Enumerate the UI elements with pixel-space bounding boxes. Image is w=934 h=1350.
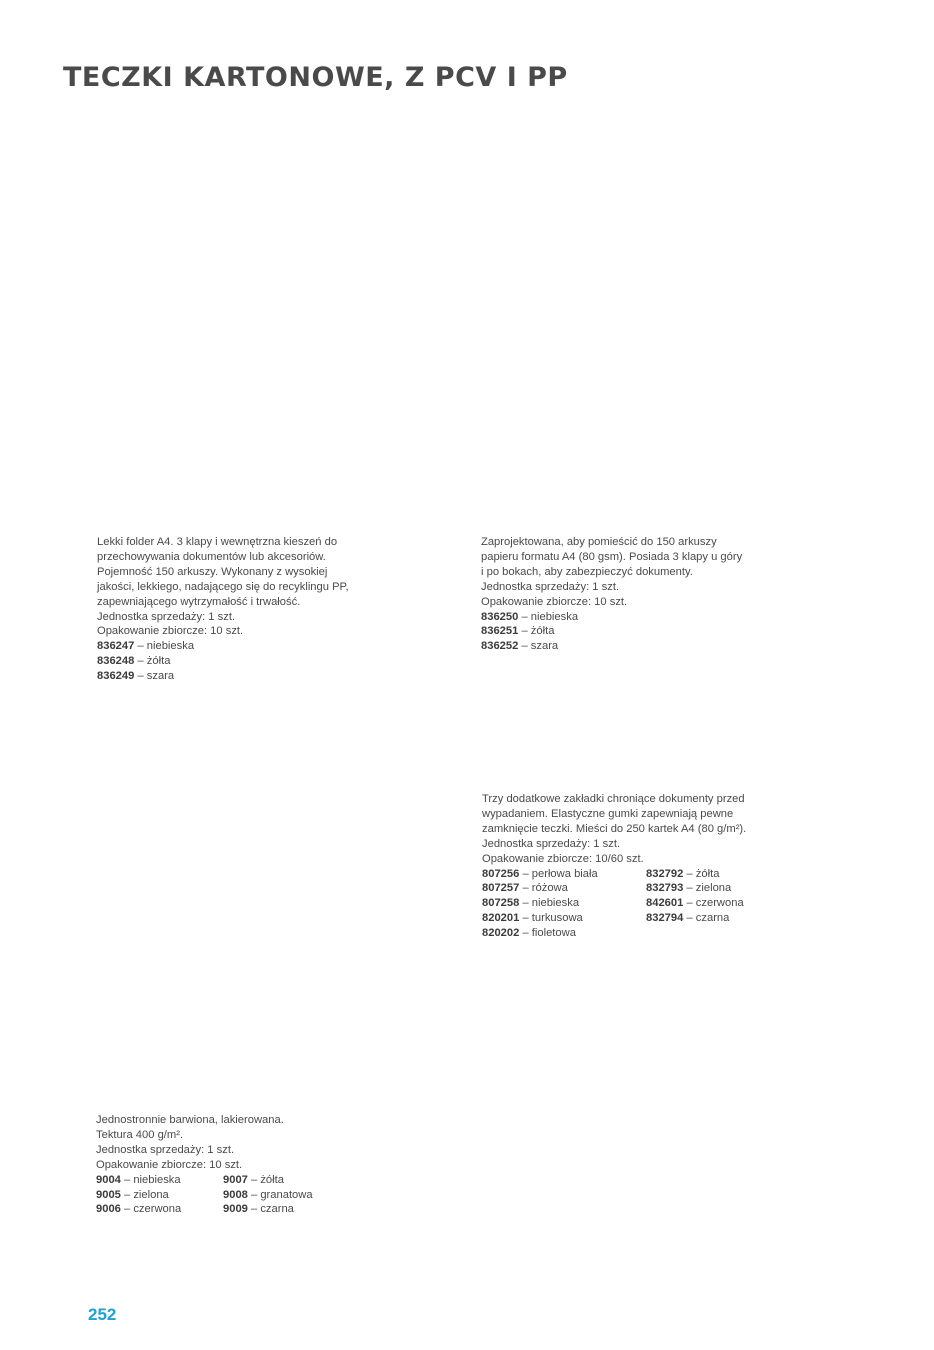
product-code: 832793 [646,882,684,895]
product-color: – czerwona [683,897,744,910]
product-block-2: Zaprojektowana, aby pomieścić do 150 ark… [481,535,742,654]
product-code-column: 832792 – żółta 832793 – zielona 842601 –… [646,867,744,942]
product-code: 9009 [223,1203,248,1216]
package-unit: Opakowanie zbiorcze: 10/60 szt. [482,852,644,865]
product-block-1: Lekki folder A4. 3 klapy i wewnętrzna ki… [97,535,349,684]
product-code-line: 9006 – czerwona [96,1202,223,1217]
product-color: – czarna [683,912,730,925]
package-unit: Opakowanie zbiorcze: 10 szt. [96,1158,243,1171]
product-code-line: 836249 – szara [97,669,349,684]
product-code: 836249 [97,670,135,683]
product-code: 9005 [96,1188,121,1201]
product-code: 820202 [482,927,520,940]
description-line: Jednostronnie barwiona, lakierowana. [96,1114,284,1126]
product-code-line: 836251 – żółta [481,624,742,639]
product-code: 820201 [482,912,520,925]
product-code-line: 820202 – fioletowa [482,926,646,941]
description-line: przechowywania dokumentów lub akcesoriów… [97,550,326,563]
product-code-column: 9007 – żółta 9008 – granatowa 9009 – cza… [223,1173,313,1218]
product-code: 836248 [97,655,135,668]
page-title: TECZKI KARTONOWE, Z PCV I PP [63,62,568,93]
product-color: – szara [134,670,175,683]
description-line: Trzy dodatkowe zakładki chroniące dokume… [482,793,745,805]
product-code: 832794 [646,912,684,925]
description-line: Zaprojektowana, aby pomieścić do 150 ark… [481,536,717,548]
product-code: 9008 [223,1188,248,1201]
product-color: – niebieska [518,610,579,623]
description-line: i po bokach, aby zabezpieczyć dokumenty. [481,565,693,578]
product-color: – żółta [134,655,171,668]
product-code: 836251 [481,625,519,638]
product-code-line: 807257 – różowa [482,881,646,896]
product-block-3: Trzy dodatkowe zakładki chroniące dokume… [482,792,746,941]
product-code-line: 836250 – niebieska [481,610,742,625]
product-color: – szara [518,640,559,653]
product-color: – niebieska [120,1173,181,1186]
product-code: 9006 [96,1203,121,1216]
sales-unit: Jednostka sprzedaży: 1 szt. [96,1143,235,1156]
product-color: – fioletowa [519,927,576,940]
product-code: 832792 [646,867,684,880]
product-color: – niebieska [134,640,195,653]
product-code-line: 9008 – granatowa [223,1188,313,1203]
product-code: 807257 [482,882,520,895]
product-code-line: 9007 – żółta [223,1173,313,1188]
product-code-column: 807256 – perłowa biała 807257 – różowa 8… [482,867,646,942]
product-code: 807256 [482,867,520,880]
product-code-line: 807256 – perłowa biała [482,867,646,882]
product-code-line: 9009 – czarna [223,1202,313,1217]
product-code: 9007 [223,1173,248,1186]
product-code: 807258 [482,897,520,910]
description-line: jakości, lekkiego, nadającego się do rec… [97,580,349,593]
product-color: – różowa [519,882,568,895]
product-code-line: 9005 – zielona [96,1188,223,1203]
product-color: – żółta [518,625,555,638]
product-code-columns: 807256 – perłowa biała 807257 – różowa 8… [482,867,746,942]
product-code-line: 832794 – czarna [646,911,744,926]
product-code-line: 820201 – turkusowa [482,911,646,926]
description-line: Pojemność 150 arkuszy. Wykonany z wysoki… [97,565,328,578]
package-unit: Opakowanie zbiorcze: 10 szt. [481,595,628,608]
description-line: Tektura 400 g/m². [96,1128,184,1141]
product-code-line: 836248 – żółta [97,654,349,669]
product-block-4: Jednostronnie barwiona, lakierowana. Tek… [96,1113,313,1217]
description-line: wypadaniem. Elastyczne gumki zapewniają … [482,807,734,820]
product-code: 842601 [646,897,684,910]
page-number: 252 [88,1305,117,1324]
package-unit: Opakowanie zbiorcze: 10 szt. [97,625,244,638]
description-line: zamknięcie teczki. Mieści do 250 kartek … [482,822,747,835]
sales-unit: Jednostka sprzedaży: 1 szt. [482,837,621,850]
product-color: – zielona [120,1188,169,1201]
product-code-column: 9004 – niebieska 9005 – zielona 9006 – c… [96,1173,223,1218]
product-color: – czerwona [120,1203,182,1216]
product-code-columns: 9004 – niebieska 9005 – zielona 9006 – c… [96,1173,313,1218]
product-code-line: 9004 – niebieska [96,1173,223,1188]
product-color: – żółta [247,1173,284,1186]
sales-unit: Jednostka sprzedaży: 1 szt. [481,580,620,593]
product-code: 836247 [97,640,135,653]
product-code: 9004 [96,1173,121,1186]
description-line: zapewniającego wytrzymałość i trwałość. [97,595,301,608]
product-color: – zielona [683,882,732,895]
product-code-line: 836252 – szara [481,639,742,654]
product-code-line: 807258 – niebieska [482,896,646,911]
product-color: – czarna [247,1203,294,1216]
product-color: – perłowa biała [519,867,598,880]
product-code: 836252 [481,640,519,653]
product-code-line: 842601 – czerwona [646,896,744,911]
product-color: – niebieska [519,897,580,910]
product-color: – turkusowa [519,912,583,925]
product-code-line: 836247 – niebieska [97,639,349,654]
product-color: – żółta [683,867,720,880]
sales-unit: Jednostka sprzedaży: 1 szt. [97,610,236,623]
product-color: – granatowa [247,1188,313,1201]
product-code-line: 832792 – żółta [646,867,744,882]
product-code-line: 832793 – zielona [646,881,744,896]
product-code: 836250 [481,610,519,623]
description-line: papieru formatu A4 (80 gsm). Posiada 3 k… [481,550,743,563]
description-line: Lekki folder A4. 3 klapy i wewnętrzna ki… [97,536,338,548]
